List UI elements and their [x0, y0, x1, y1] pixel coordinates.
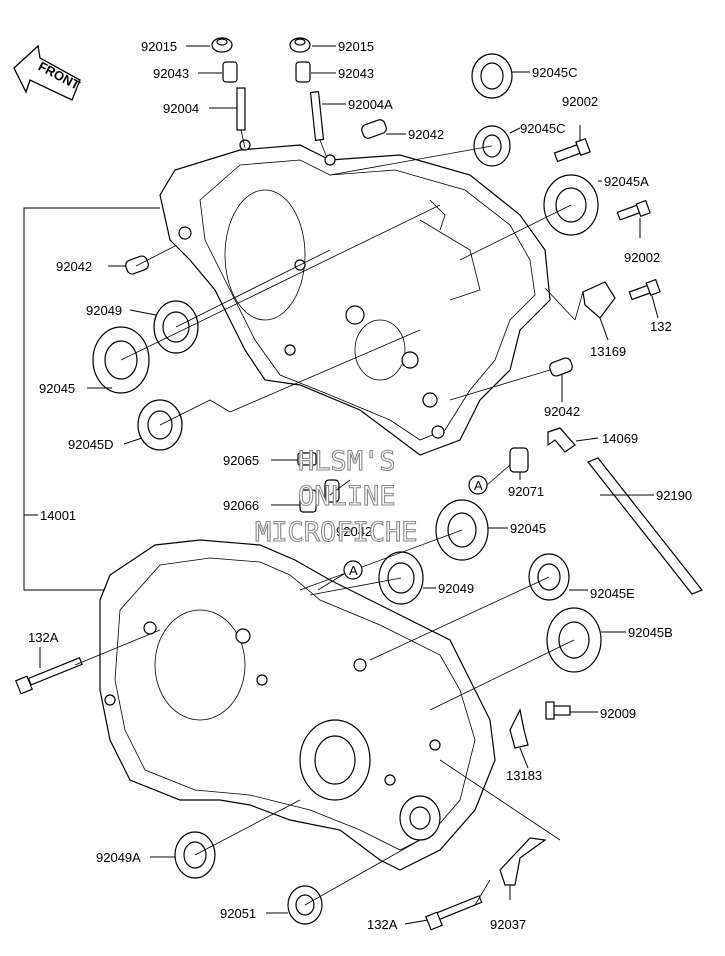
label-92043-left: 92043: [153, 66, 189, 81]
label-14069: 14069: [602, 431, 638, 446]
label-132a-left: 132A: [28, 630, 59, 645]
label-92042-right: 92042: [544, 404, 580, 419]
label-92015-right: 92015: [338, 39, 374, 54]
label-92065: 92065: [223, 453, 259, 468]
crankcase-bracket: [23, 207, 160, 591]
stud-92004-icon: [236, 87, 246, 149]
bolt-132a-left-icon: [15, 657, 83, 695]
front-arrow-icon: FRONT: [13, 44, 82, 101]
label-92190: 92190: [656, 488, 692, 503]
label-92071: 92071: [508, 484, 544, 499]
label-14001: 14001: [40, 508, 76, 523]
label-92045c-top: 92045C: [532, 65, 578, 80]
label-92004: 92004: [163, 101, 199, 116]
dowel-92042-b-icon: [125, 255, 149, 275]
label-13169: 13169: [590, 344, 626, 359]
stud-92004a-icon: [309, 91, 328, 159]
label-92066: 92066: [223, 498, 259, 513]
dowel-92042-d-icon: [324, 479, 340, 503]
clamp-92071-icon: [509, 447, 529, 473]
label-132a-bottom: 132A: [367, 917, 398, 932]
plug-92066-icon: [299, 489, 317, 513]
label-92045a: 92045A: [604, 174, 649, 189]
bearing-92045c-top-icon: [471, 53, 513, 99]
nut-92015-right-icon: [289, 37, 311, 53]
collar-92043-left-icon: [222, 61, 238, 83]
label-92049-lower: 92049: [438, 581, 474, 596]
label-13183: 13183: [506, 768, 542, 783]
bracket-13183-icon: [509, 708, 529, 749]
leader-lines: [39, 45, 659, 925]
bolt-92002-mid-icon: [616, 199, 651, 221]
bolt-92009-icon: [545, 701, 571, 720]
svg-text:A: A: [474, 478, 483, 493]
upper-crankcase-half: [159, 139, 551, 456]
label-92037: 92037: [490, 917, 526, 932]
bolt-92002-top-icon: [553, 137, 591, 163]
dowel-92042-a-icon: [361, 119, 387, 139]
lower-crankcase-half: [99, 539, 496, 871]
plug-92065-icon: [297, 452, 317, 466]
label-92045b: 92045B: [628, 625, 673, 640]
label-92042-left: 92042: [56, 259, 92, 274]
bolt-132a-bottom-icon: [425, 895, 483, 931]
plate-13169-icon: [582, 281, 616, 319]
label-92045e: 92045E: [590, 586, 635, 601]
tube-92190-icon: [587, 457, 703, 595]
label-92045c-mid: 92045C: [520, 121, 566, 136]
label-92049a: 92049A: [96, 850, 141, 865]
label-92049: 92049: [86, 303, 122, 318]
reference-a-lower: A: [317, 560, 363, 591]
label-132: 132: [650, 319, 672, 334]
reference-a-upper: A: [468, 464, 511, 495]
label-92045-left: 92045: [39, 381, 75, 396]
label-92051: 92051: [220, 906, 256, 921]
bolt-132-icon: [628, 278, 661, 301]
dowel-92042-c-icon: [549, 357, 573, 377]
watermark-line-1: HLSM'S: [298, 446, 396, 477]
part-labels: 92015 92015 92043 92043 92045C 92004 920…: [28, 39, 692, 932]
watermark-line-3: MICROFICHE: [255, 517, 418, 548]
label-92002-mid: 92002: [624, 250, 660, 265]
label-92043-right: 92043: [338, 66, 374, 81]
collar-92043-right-icon: [295, 61, 311, 83]
label-92045d: 92045D: [68, 437, 114, 452]
label-92015-left: 92015: [141, 39, 177, 54]
watermark-line-2: ONLINE: [298, 481, 396, 512]
svg-text:A: A: [349, 563, 358, 578]
watermark: HLSM'S ONLINE MICROFICHE: [254, 445, 418, 548]
label-92042-top: 92042: [408, 127, 444, 142]
label-92009: 92009: [600, 706, 636, 721]
label-92004a: 92004A: [348, 97, 393, 112]
label-92045-mid: 92045: [510, 521, 546, 536]
fitting-14069-icon: [547, 427, 576, 453]
nut-92015-left-icon: [211, 37, 233, 53]
guide-92037-icon: [499, 837, 547, 886]
label-92002-top: 92002: [562, 94, 598, 109]
label-92042-center: 92042: [336, 524, 372, 539]
